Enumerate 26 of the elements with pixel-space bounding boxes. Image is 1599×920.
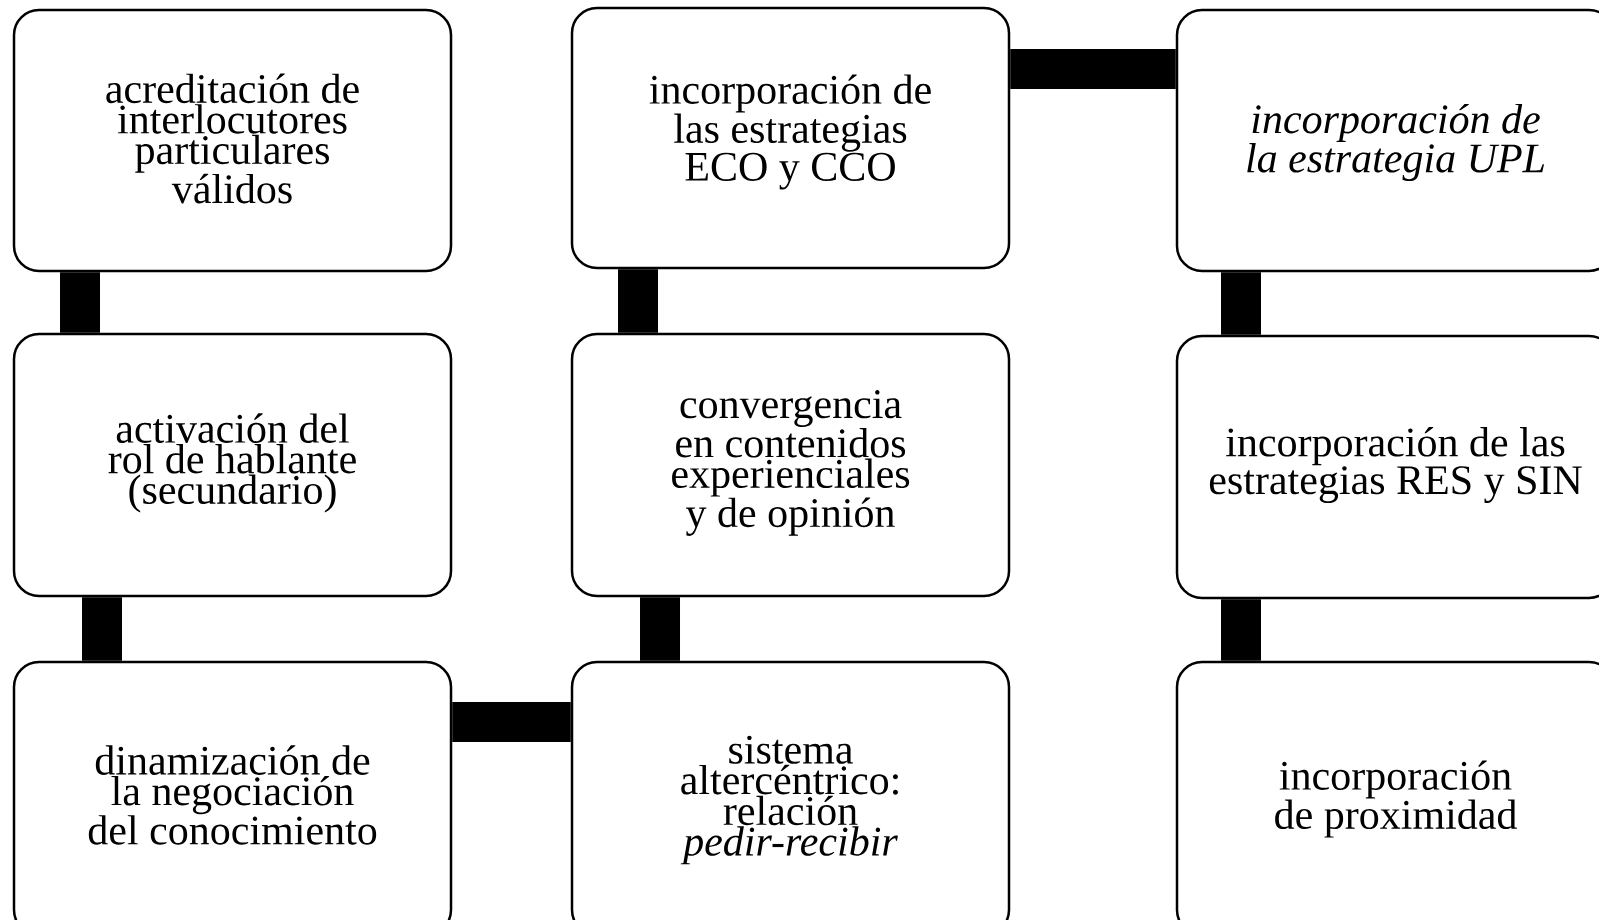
text-box [570,6,1011,270]
box-text: acreditación de interlocutores particulares válidos [106,73,359,204]
connector-bar [640,597,680,661]
box-text: incorporación de las estrategias RES y SIN [1209,427,1582,503]
connector-bar [1221,272,1261,335]
box-text: activación del rol de hablante (secundario) [108,413,356,513]
box-text: incorporación de las estrategias ECO y CCO [649,74,931,190]
box-text: convergencia en contenidos experienciales y de opinión [672,390,910,536]
connector-bar [82,597,122,661]
text-box [570,660,1011,920]
box-text: sistema altercéntrico: relación pedir-recibir [680,735,898,865]
box-text: incorporación de proximidad [1275,760,1517,838]
text-box [12,660,453,920]
text-box [1175,8,1599,273]
box-text: incorporación de la estrategia UPL [1247,103,1544,182]
connector-bar [1010,49,1176,89]
text-box [570,332,1011,598]
connector-bar [452,702,571,742]
connector-bar [60,272,100,333]
connector-bar [618,269,658,333]
text-box [1175,334,1599,600]
connector-bar [1221,599,1261,661]
text-box [1175,660,1599,920]
text-box [12,332,453,598]
box-text: dinamización de la negociación del conocimiento [88,745,377,845]
text-box [12,8,453,273]
